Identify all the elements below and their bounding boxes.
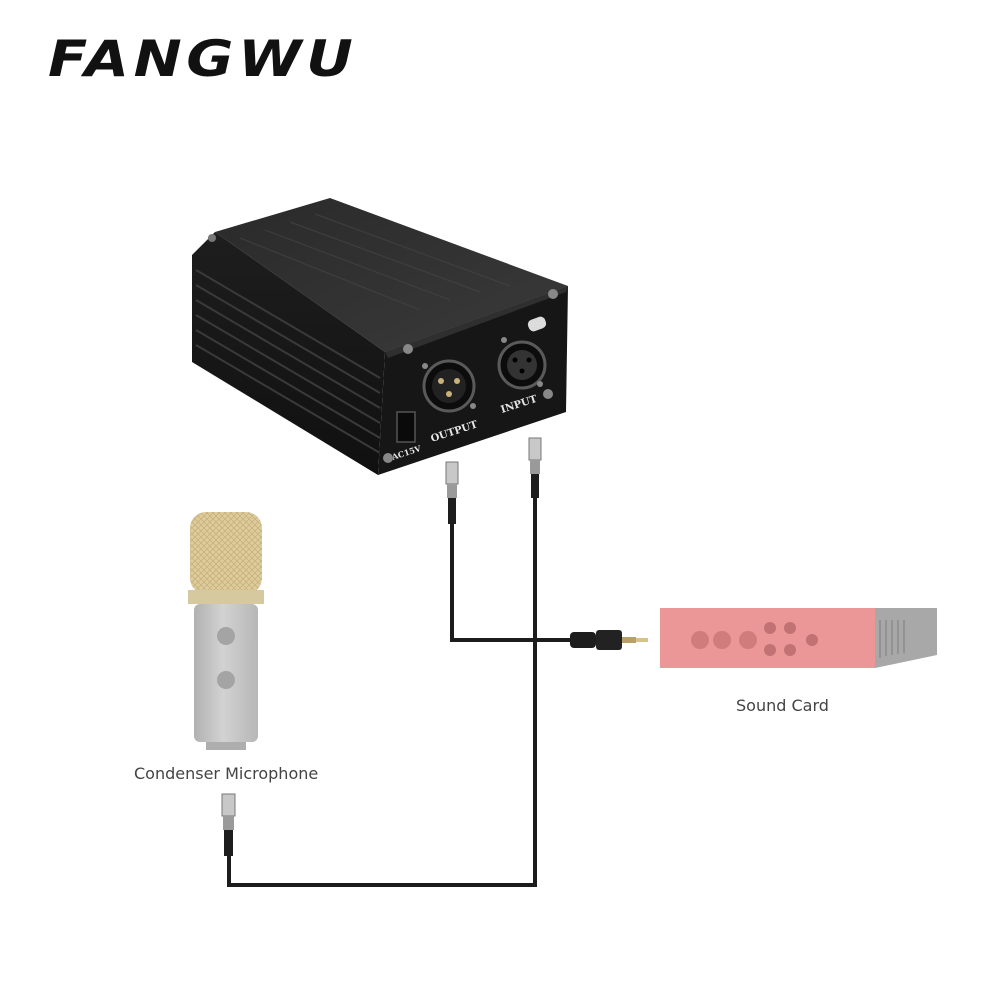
output-to-soundcard-cable: [450, 520, 575, 642]
power-jack-icon: [396, 411, 416, 443]
xlr-female-connector-icon: [445, 461, 459, 524]
screw-icon: [548, 289, 558, 299]
xlr-male-connector-icon: [528, 437, 542, 498]
xlr-output-port-icon: [422, 359, 476, 413]
screw-icon: [403, 344, 413, 354]
brand-logo: FANGWU: [28, 28, 430, 114]
sound-card-caption: Sound Card: [736, 696, 829, 715]
sound-card-device: [660, 608, 937, 668]
xlr-mic-connector-icon: [221, 793, 236, 856]
condenser-microphone: [188, 512, 264, 750]
input-to-microphone-cable: [227, 495, 537, 887]
screw-icon: [208, 234, 216, 242]
audio-jack-plug-icon: [570, 630, 648, 650]
brand-logo-text: FANGWU: [48, 30, 358, 88]
screw-icon: [383, 453, 393, 463]
microphone-caption: Condenser Microphone: [134, 764, 319, 783]
screw-icon: [543, 389, 553, 399]
phantom-power-box: OUTPUT INPUT AC15V: [192, 198, 568, 475]
cables: [227, 495, 575, 887]
xlr-input-port-icon: [497, 316, 547, 390]
